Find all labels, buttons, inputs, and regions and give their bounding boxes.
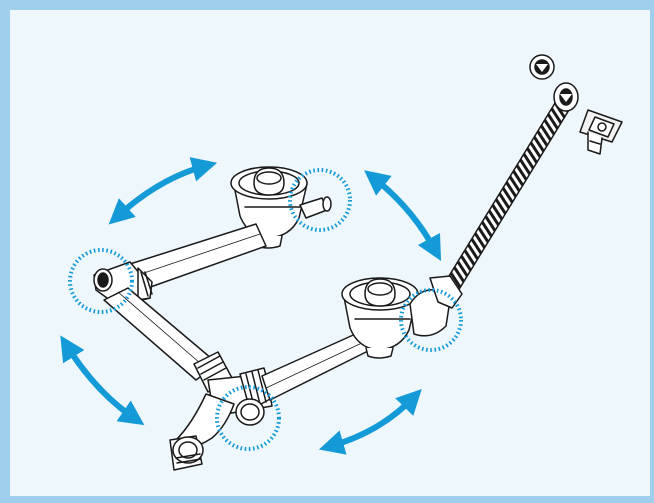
rotation-arrow-upper-left — [108, 157, 218, 225]
outlet-elbow — [169, 393, 235, 471]
rotation-arrow-upper-right — [364, 170, 442, 262]
joint-highlight-left-elbow — [68, 248, 134, 314]
overflow-bracket-icon — [579, 109, 623, 155]
overflow-hose — [443, 91, 575, 295]
overflow-cover-icon — [529, 54, 555, 80]
overflow-outlet-icon — [553, 82, 579, 112]
upper-basket-strainer — [230, 166, 332, 249]
panel-background — [10, 10, 650, 496]
joint-highlight-t-fitting — [215, 385, 281, 451]
joint-highlight-lower-outlet — [399, 288, 463, 352]
rotation-arrow-lower-left — [60, 335, 145, 426]
lower-basket-strainer — [341, 275, 463, 359]
rotation-arrow-lower-right — [318, 388, 422, 455]
joint-highlight-upper-outlet — [288, 168, 352, 232]
